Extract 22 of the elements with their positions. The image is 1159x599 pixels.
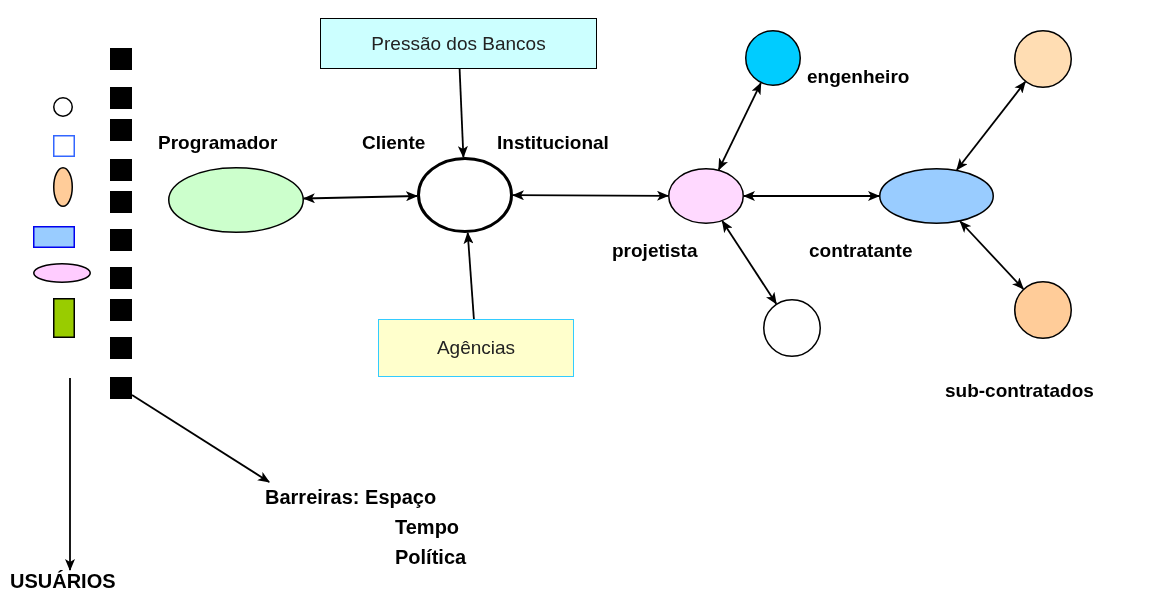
text-box: Pressão dos Bancos	[320, 18, 597, 69]
arrow	[959, 220, 1025, 290]
node-label: USUÁRIOS	[10, 570, 130, 594]
node-label: Cliente	[362, 132, 426, 154]
arrow	[302, 191, 418, 204]
node-label: Barreiras: Espaço Tempo Política	[265, 482, 497, 572]
node-label: projetista	[612, 240, 698, 262]
node-label: engenheiro	[807, 66, 910, 88]
node-label: Programador	[158, 132, 278, 154]
arrow	[512, 190, 669, 201]
text-label: sub-contratados	[945, 380, 1094, 402]
arrow	[956, 81, 1027, 171]
arrow	[721, 220, 778, 305]
arrow	[743, 191, 880, 201]
arrow	[131, 394, 270, 483]
node-label: contratante	[809, 240, 913, 262]
arrow	[717, 82, 762, 171]
node-label: Institucional	[497, 132, 609, 154]
arrow	[65, 377, 75, 571]
arrow	[463, 231, 475, 320]
arrow	[457, 68, 468, 158]
text-box: Agências	[378, 319, 574, 377]
